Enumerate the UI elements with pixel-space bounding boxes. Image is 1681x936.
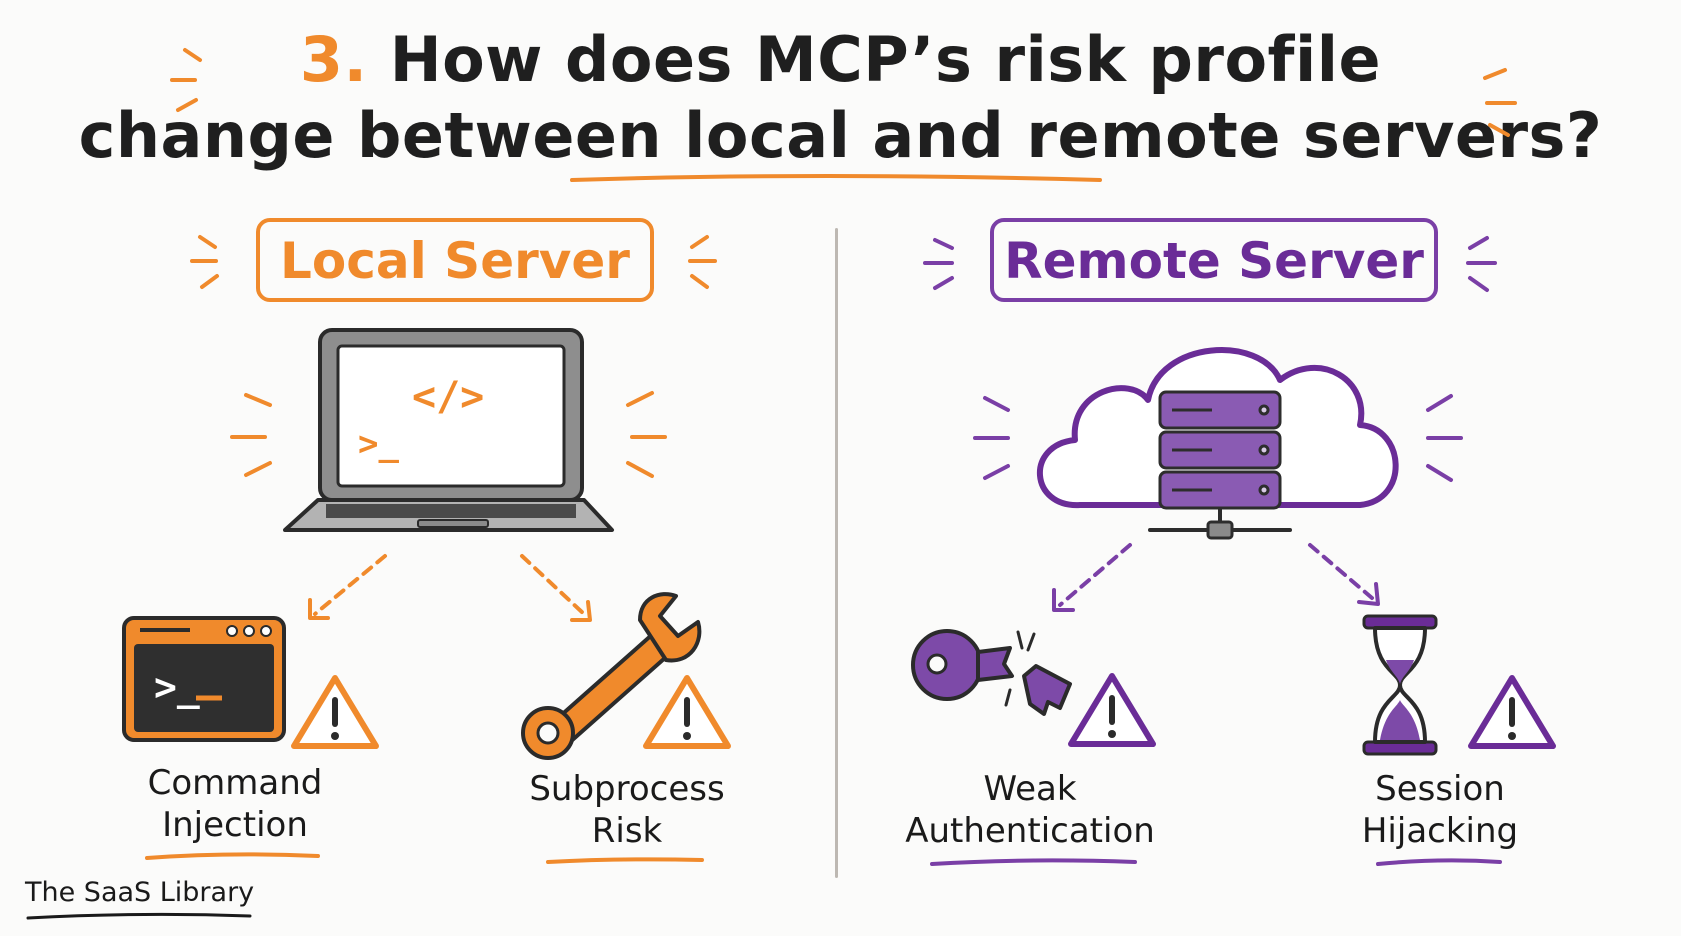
risk-label-session-hijacking: Session Hijacking (1320, 768, 1560, 852)
underline-subprocess-risk (546, 857, 704, 864)
laptop-code-tag: </> (412, 374, 484, 420)
local-heading-marks (190, 235, 717, 289)
remote-server-heading: Remote Server (990, 218, 1438, 302)
local-server-heading: Local Server (256, 218, 654, 302)
risk-label-line1: Subprocess (529, 769, 725, 809)
remote-heading-marks (923, 236, 1497, 292)
underline-weak-auth (930, 858, 1137, 866)
title-accent-marks (170, 48, 1517, 137)
terminal-icon: >_ (122, 616, 286, 742)
risk-label-line1: Session (1375, 769, 1505, 809)
risk-label-line2: Injection (162, 805, 308, 845)
broken-key-icon (911, 629, 1072, 716)
warning-icon (1468, 675, 1556, 749)
local-arrowheads (308, 598, 592, 622)
brand-underline (26, 912, 252, 920)
hourglass-icon (1362, 614, 1438, 756)
section-divider (835, 228, 838, 878)
brand-label: The SaaS Library (25, 877, 255, 908)
title-underline (570, 174, 1102, 182)
risk-label-line1: Command (147, 763, 323, 803)
risk-label-subprocess-risk: Subprocess Risk (512, 768, 742, 852)
laptop-burst-marks (230, 391, 667, 478)
risk-label-line1: Weak (983, 769, 1077, 809)
title-line2: change between local and remote servers? (78, 99, 1603, 172)
warning-icon (643, 675, 731, 749)
risk-label-command-injection: Command Injection (120, 762, 350, 846)
wrench-icon (521, 592, 702, 760)
title-number: 3. (299, 23, 368, 96)
cloud-server-icon (1036, 347, 1399, 540)
risk-label-line2: Risk (591, 811, 663, 851)
laptop-icon: </> >_ (283, 328, 614, 532)
risk-label-weak-authentication: Weak Authentication (895, 768, 1165, 852)
title-line1: How does MCP’s risk profile (389, 23, 1382, 96)
warning-icon (1068, 673, 1156, 747)
remote-arrowheads (1052, 582, 1380, 612)
remote-arrows (1058, 543, 1374, 607)
warning-icon (291, 675, 379, 749)
page-title: 3. How does MCP’s risk profile change be… (0, 22, 1681, 174)
cloud-burst-marks (973, 394, 1463, 482)
risk-label-line2: Hijacking (1361, 811, 1519, 851)
underline-session-hijacking (1376, 858, 1502, 866)
local-arrows (313, 554, 586, 616)
laptop-prompt: >_ (358, 424, 399, 464)
terminal-prompt: >_ (154, 665, 200, 709)
underline-command-injection (145, 852, 320, 860)
risk-label-line2: Authentication (905, 811, 1155, 851)
